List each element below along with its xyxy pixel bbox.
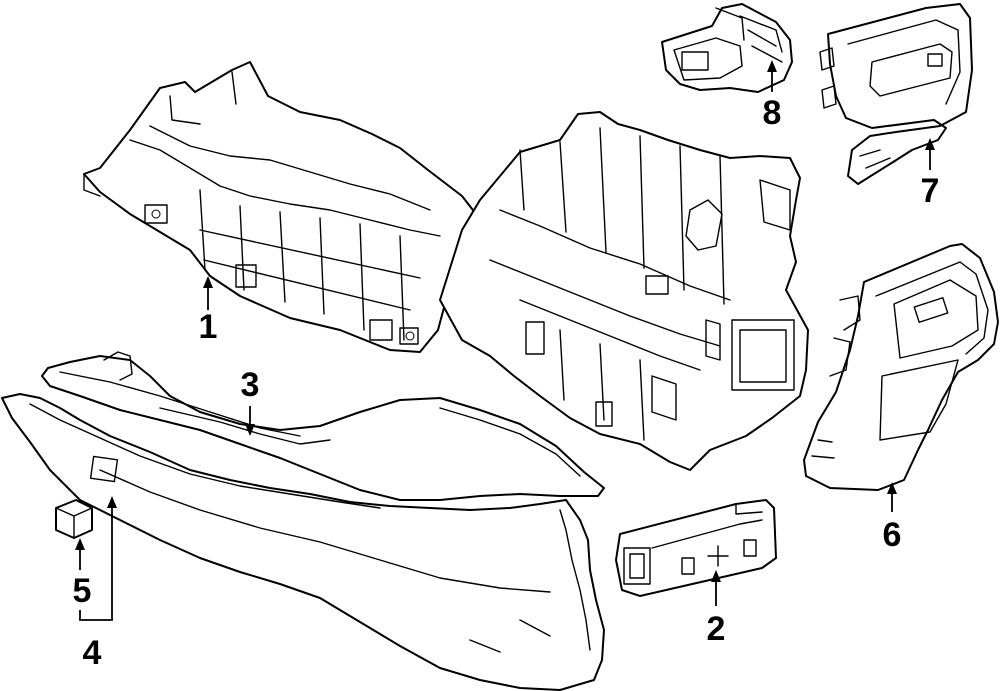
- part-3-console-trim: [41, 351, 605, 501]
- arrow-3: [245, 424, 255, 436]
- callout-2: 2: [707, 610, 726, 648]
- callout-leaders: [75, 60, 935, 621]
- callout-labels: 1 2 3 4 5 6 7 8: [73, 94, 940, 672]
- part-7-control-housing: [819, 3, 973, 185]
- callout-6: 6: [883, 516, 902, 554]
- callout-3: 3: [241, 366, 260, 404]
- arrow-8: [767, 60, 777, 72]
- part-8-switch-module: [661, 3, 793, 93]
- callout-5: 5: [73, 572, 92, 610]
- part-2-switch-panel: [615, 499, 777, 597]
- arrow-5: [75, 538, 85, 550]
- part-5-clip: [55, 499, 93, 539]
- callout-1: 1: [199, 308, 218, 346]
- callout-8: 8: [763, 94, 782, 132]
- arrow-1: [203, 276, 213, 288]
- part-1-console-bracket: [83, 61, 477, 353]
- part-4-lower-console-panel: [1, 393, 605, 691]
- arrow-2: [711, 570, 721, 582]
- arrow-4: [107, 496, 117, 508]
- arrow-7: [925, 138, 935, 150]
- callout-7: 7: [921, 172, 940, 210]
- arrow-6: [887, 482, 897, 494]
- callout-4: 4: [83, 634, 102, 672]
- console-rear-housing: [439, 111, 809, 471]
- part-6-rear-trim-panel: [803, 243, 999, 491]
